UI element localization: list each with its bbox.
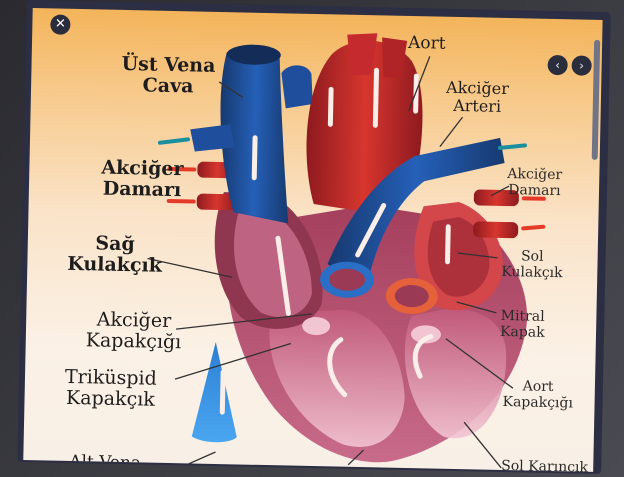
tablet-screen: Üst Vena Cava Aort Akciğer Arteri Akciğe… — [17, 0, 611, 474]
label-sag-kulakcik: Sağ Kulakçık — [67, 233, 162, 277]
pulmonary-vein-right-2 — [473, 221, 518, 238]
label-akciger-damari-left: Akciğer Damarı — [101, 158, 184, 202]
label-sol-karincik: Sol Karıncık — [501, 458, 588, 472]
label-akciger-arteri: Akciğer Arteri — [446, 79, 509, 116]
inferior-vena-cava — [192, 342, 239, 443]
chevron-left-icon: ‹ — [555, 58, 560, 72]
chevron-right-icon: › — [579, 59, 584, 73]
label-trikuspid-kapakcik: Triküspid Kapakçık — [64, 367, 157, 411]
label-aort-kapakcigi: Aort Kapakçığı — [502, 378, 573, 411]
label-sol-kulakcik: Sol Kulakçık — [501, 248, 563, 281]
close-icon: ✕ — [55, 17, 66, 32]
label-akciger-damari-right: Akciğer Damarı — [507, 166, 563, 199]
label-aort: Aort — [408, 34, 446, 53]
heart-diagram-modal: Üst Vena Cava Aort Akciğer Arteri Akciğe… — [23, 8, 602, 472]
label-mitral-kapak: Mitral Kapak — [500, 308, 545, 341]
label-akciger-kapakcigi: Akciğer Kapakçığı — [86, 309, 182, 353]
label-ust-vena-cava: Üst Vena Cava — [121, 54, 216, 98]
